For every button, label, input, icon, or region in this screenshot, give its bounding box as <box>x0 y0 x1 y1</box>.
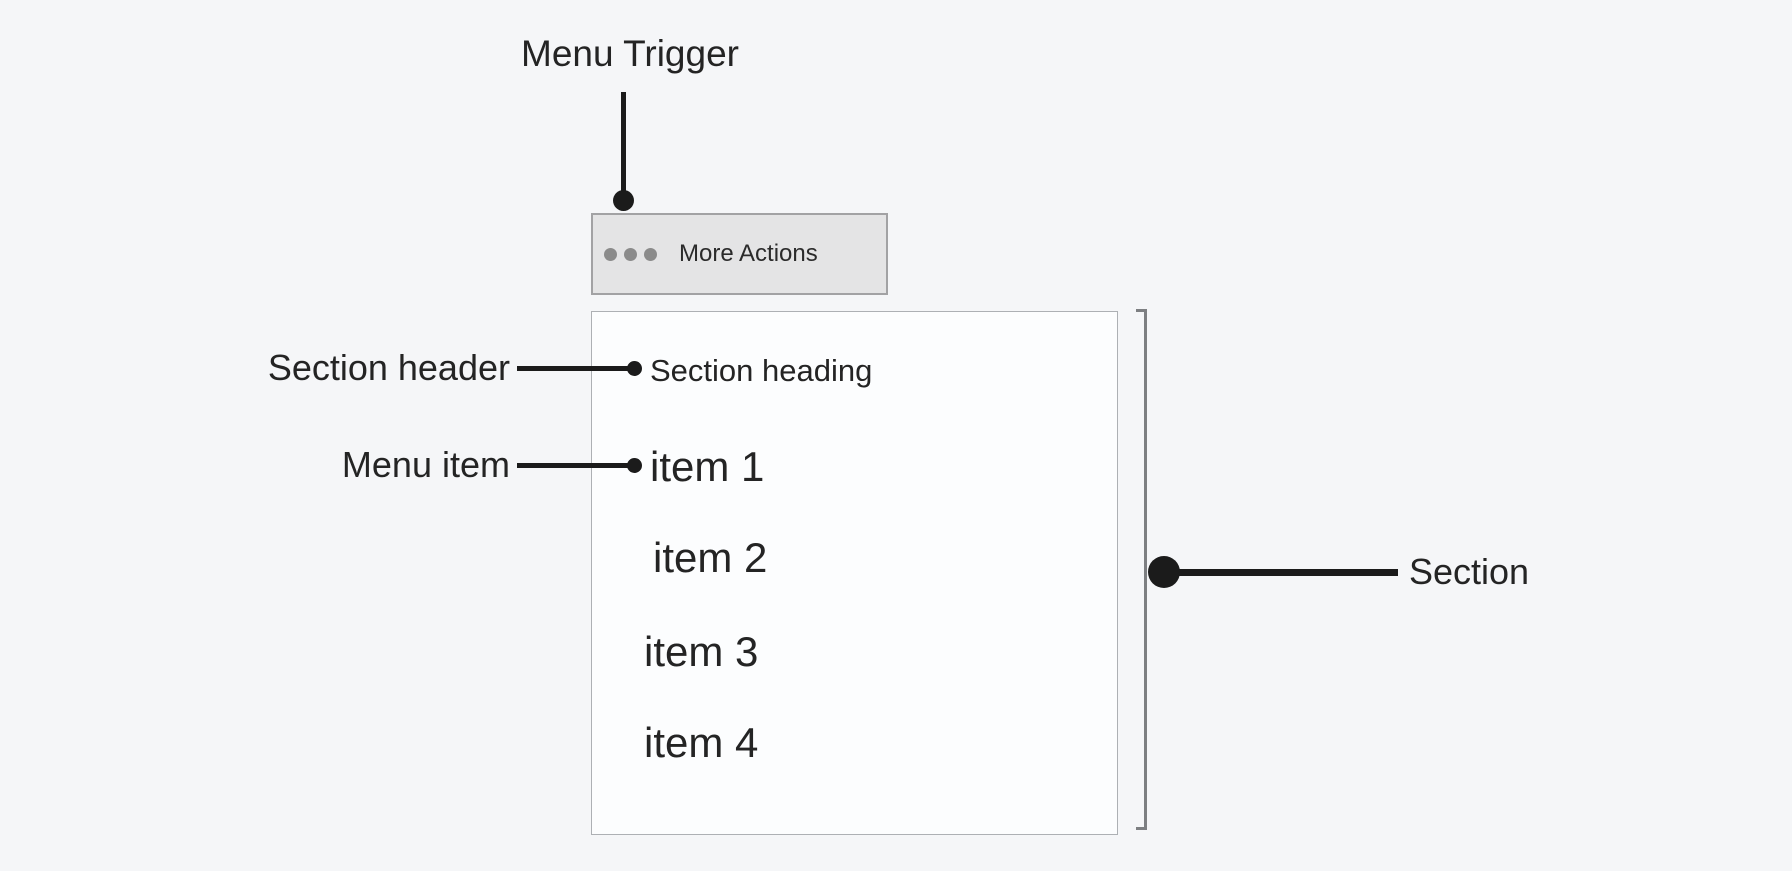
menu-popover <box>591 311 1118 835</box>
menu-item[interactable]: item 3 <box>644 628 759 675</box>
menu-item-annotation-label: Menu item <box>341 444 510 485</box>
menu-trigger-annotation-label: Menu Trigger <box>521 33 739 74</box>
more-actions-button-label: More Actions <box>679 240 818 267</box>
ellipsis-dot <box>604 247 617 261</box>
menu-item[interactable]: item 2 <box>653 534 768 581</box>
ellipsis-dot <box>644 247 657 261</box>
menu-item-connector-dot <box>627 458 642 473</box>
menu-item[interactable]: item 4 <box>644 719 759 766</box>
more-actions-button[interactable]: More Actions <box>591 213 888 295</box>
menu-section-heading: Section heading <box>650 353 873 388</box>
section-header-connector-dot <box>627 361 642 376</box>
section-annotation-label: Section <box>1409 551 1530 592</box>
ellipsis-icon <box>604 247 657 261</box>
menu-item[interactable]: item 1 <box>650 443 765 490</box>
menu-trigger-connector-dot <box>613 190 634 211</box>
section-bracket <box>1136 309 1147 830</box>
ellipsis-dot <box>624 247 637 261</box>
section-header-connector-line <box>517 366 629 371</box>
menu-item-connector-line <box>517 463 629 468</box>
section-header-annotation-label: Section header <box>267 347 510 388</box>
menu-trigger-connector-line <box>621 92 626 194</box>
section-connector-line <box>1164 569 1398 576</box>
